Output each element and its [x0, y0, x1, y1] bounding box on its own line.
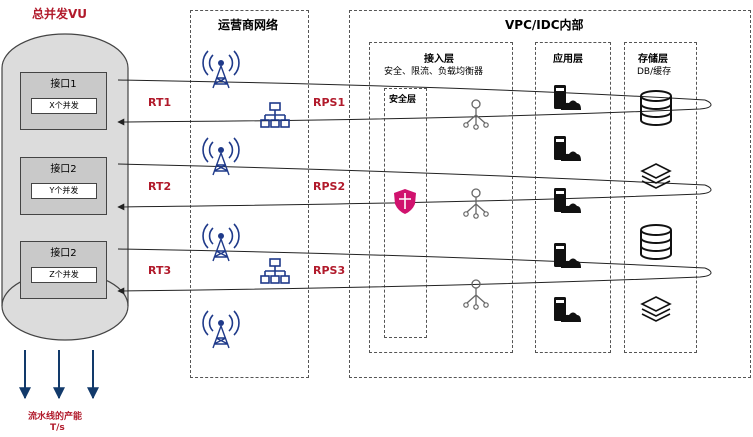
access-layer-zone [369, 42, 513, 353]
tower-icon [202, 223, 240, 262]
storage-layer-title: 存储层 [638, 54, 668, 65]
interface-concurrency: X个并发 [31, 98, 97, 114]
tower-icon [202, 310, 240, 349]
interface-concurrency: Y个并发 [31, 183, 97, 199]
load-balancer-icon [463, 188, 489, 219]
response-line-3 [117, 267, 712, 295]
storage-layer-zone [624, 42, 697, 353]
access-layer-subtitle: 安全、限流、负载均衡器 [384, 67, 484, 77]
rps-label-1: RPS1 [313, 96, 346, 109]
interface-name: 接口2 [50, 164, 77, 175]
throughput-unit: T/s [50, 423, 65, 433]
interface-name: 接口2 [50, 248, 77, 259]
interface-name: 接口1 [50, 79, 77, 90]
rps-label-3: RPS3 [313, 264, 346, 277]
app-service-icon [554, 85, 581, 110]
shield-icon [394, 189, 416, 214]
security-layer-zone [384, 88, 427, 338]
storage-layer-subtitle: DB/缓存 [637, 67, 672, 77]
interface-box-3: 接口2 Z个并发 [20, 241, 107, 299]
app-service-icon [554, 188, 581, 213]
network-hierarchy-icon [260, 258, 290, 284]
rt-label-3: RT3 [148, 264, 172, 277]
throughput-label: 流水线的产能 [28, 412, 83, 422]
database-icon [640, 90, 672, 126]
network-zone [190, 10, 309, 378]
app-layer-title: 应用层 [553, 54, 583, 65]
load-balancer-icon [463, 99, 489, 130]
request-line-1 [117, 79, 706, 101]
response-line-2 [117, 184, 712, 211]
response-line-1 [117, 99, 712, 126]
rt-label-1: RT1 [148, 96, 172, 109]
request-line-3 [117, 248, 706, 269]
interface-box-1: 接口1 X个并发 [20, 72, 107, 130]
app-service-icon [554, 243, 581, 268]
vpc-zone [349, 10, 751, 378]
network-hierarchy-icon [260, 102, 290, 128]
network-title: 运营商网络 [218, 18, 279, 32]
layers-icon [641, 163, 671, 189]
rps-label-2: RPS2 [313, 180, 346, 193]
vpc-title: VPC/IDC内部 [505, 18, 584, 32]
layers-icon [641, 296, 671, 322]
access-layer-title: 接入层 [424, 54, 454, 65]
rt-label-2: RT2 [148, 180, 172, 193]
interface-box-2: 接口2 Y个并发 [20, 157, 107, 215]
tower-icon [202, 137, 240, 176]
app-service-icon [554, 136, 581, 161]
vu-title: 总并发VU [32, 7, 88, 21]
request-line-2 [117, 163, 706, 186]
interface-concurrency: Z个并发 [31, 267, 97, 283]
app-service-icon [554, 297, 581, 322]
security-layer-title: 安全层 [389, 95, 417, 105]
database-icon [640, 224, 672, 260]
